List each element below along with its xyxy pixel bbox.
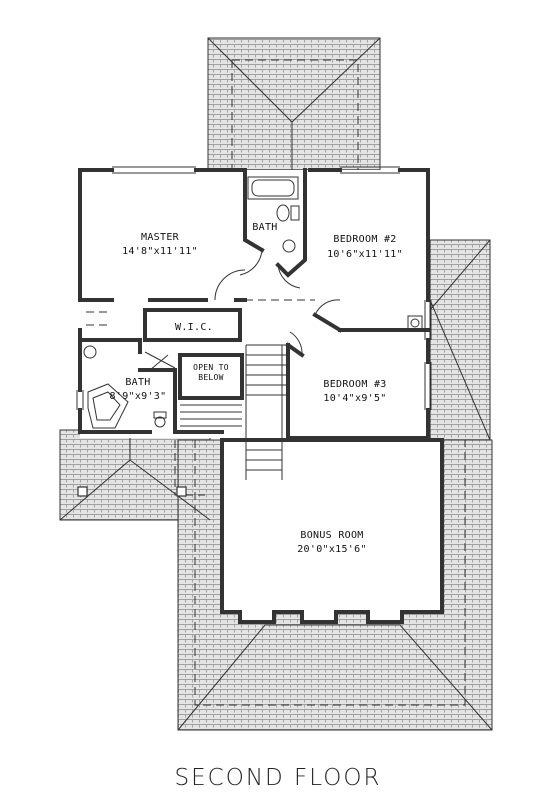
room-bedroom3-dims: 10'4"x9'5" [323,393,386,404]
room-bonus-name: BONUS ROOM [300,530,363,541]
vent-1 [77,486,88,497]
room-master-bath-name: BATH [125,377,150,388]
room-open-name: OPEN TO [193,363,229,372]
room-wic-name: W.I.C. [175,322,213,333]
sink [282,239,296,253]
room-bedroom2-name: BEDROOM #2 [333,234,396,245]
eave-lines [174,59,466,706]
vent-2 [176,486,187,497]
room-master-name: MASTER [141,232,180,243]
room-bedroom2-dims: 10'6"x11'11" [327,249,403,260]
toilet [276,204,290,222]
roof-top [207,37,381,171]
bathtub [247,176,299,200]
room-bath-name: BATH [252,222,277,233]
walls [78,168,444,624]
stairs [144,344,288,480]
fixtures [76,166,432,480]
roof-ridges [59,37,493,731]
room-master-bath-dims: 8'9"x9'3" [110,391,167,402]
floor-area [80,170,442,622]
room-open-below: BELOW [198,373,224,382]
corner-tub [87,383,129,429]
room-master-dims: 14'8"x11'11" [122,246,198,257]
room-labels: MASTER 14'8"x11'11" BATH BEDROOM #2 10'6… [110,222,403,555]
room-bonus-dims: 20'0"x15'6" [297,544,367,555]
room-bedroom3-name: BEDROOM #3 [323,379,386,390]
plan-title: SECOND FLOOR [175,765,382,791]
roof-right [429,239,491,441]
